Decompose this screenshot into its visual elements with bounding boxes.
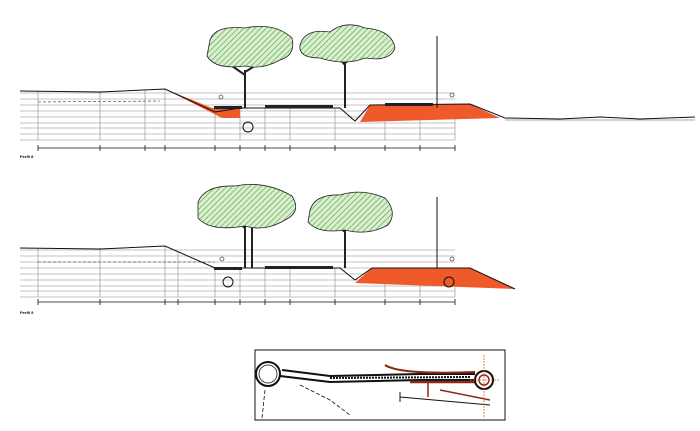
person-icon [219,256,225,262]
earth-fill-left [165,89,240,118]
key-plan-map [254,349,506,421]
pipe-icon [242,121,254,133]
section-perfil-8: Perfil 8 [19,24,696,159]
ground-line [19,88,696,122]
pipe-icon [222,276,234,288]
person-icon [449,92,455,98]
tree-icon [299,24,396,108]
dimension-line [37,299,456,305]
section-perfil-9: Perfil 9 [19,183,516,315]
pipe-icon [443,276,455,288]
person-icon [449,256,455,262]
tree-icon [307,191,393,268]
section-label: Perfil 8 [20,154,34,159]
tree-icon [206,25,294,108]
earth-fill-right [360,104,500,122]
tree-icon [197,183,297,268]
dimension-line [37,145,456,151]
section-label: Perfil 9 [20,310,34,315]
earth-fill [355,268,515,289]
person-icon [218,94,224,100]
